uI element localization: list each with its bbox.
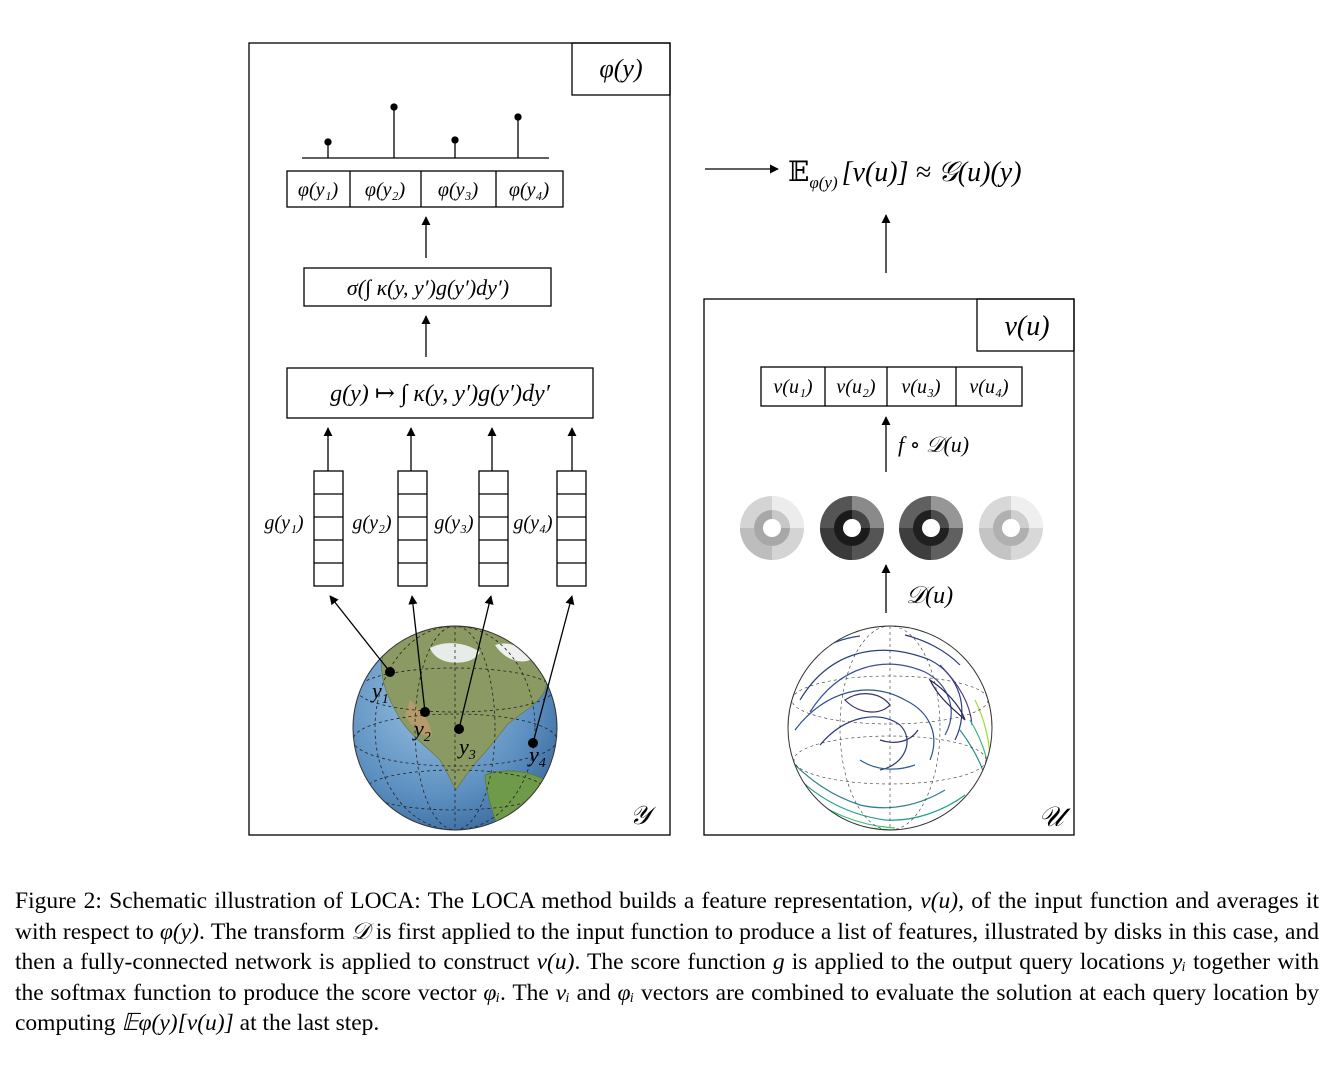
feature-disk-2 [820, 496, 884, 560]
g-vectors [313, 427, 587, 587]
feature-disk-1 [740, 496, 804, 560]
g-vector-2 [397, 427, 428, 587]
phi-stem-plot [302, 103, 549, 159]
sigma-activation-box: σ(∫ κ(y, y′)g(y′)dy′) [303, 267, 552, 307]
g-vector-4 [556, 427, 587, 587]
loca-schematic-figure: φ(y) 𝒴 φ(y₁) φ(y₂) φ(y₃) φ(y₄) σ(∫ κ(y, … [248, 42, 1075, 836]
feature-disks [740, 496, 1043, 560]
query-points: y1 y2 y3 y4 [329, 595, 575, 771]
phi-cell-4: φ(y₄) [509, 179, 550, 201]
phi-vector: φ(y₁) φ(y₂) φ(y₃) φ(y₄) [286, 170, 564, 208]
point-label-4: y4 [527, 742, 546, 771]
v-cell-1: v(u₁) [773, 376, 812, 398]
phi-cell-3: φ(y₃) [438, 179, 479, 201]
figure-caption: Figure 2: Schematic illustration of LOCA… [15, 888, 1319, 1036]
v-cell-2: v(u₂) [836, 376, 875, 398]
svg-text:σ(∫ κ(y, y′)g(y′)dy′): σ(∫ κ(y, y′)g(y′)dy′) [347, 275, 509, 301]
result-expression: 𝔼φ(y)[v(u)] ≈ 𝒢(u)(y) [705, 157, 1022, 273]
feature-disk-3 [899, 496, 963, 560]
g-label-3: g(y₃) [434, 512, 473, 534]
phi-corner-label: φ(y) [599, 54, 642, 83]
transform-label: 𝒟(u) [906, 583, 953, 609]
query-point-4 [528, 738, 538, 748]
g-label-2: g(y₂) [352, 512, 391, 534]
phi-cell-1: φ(y₁) [298, 179, 339, 201]
g-vector-3 [478, 427, 509, 587]
input-space-panel: v(u) 𝒰 v(u₁) v(u₂) v(u₃) v(u₄) f ∘ 𝒟(u) [703, 298, 1075, 836]
feature-disk-4 [979, 496, 1043, 560]
kernel-integral-box: g(y) ↦ ∫ κ(y, y′)g(y′)dy′ [286, 367, 594, 419]
v-corner-label: v(u) [1004, 311, 1049, 342]
g-label-1: g(y₁) [264, 512, 303, 534]
v-vector: v(u₁) v(u₂) v(u₃) v(u₄) [760, 366, 1023, 407]
svg-text:𝔼φ(y)[v(u)] ≈ 𝒢(u)(y): 𝔼φ(y)[v(u)] ≈ 𝒢(u)(y) [788, 157, 1022, 192]
contour-globe [787, 625, 993, 831]
point-label-2: y2 [412, 716, 431, 745]
v-cell-3: v(u₃) [901, 376, 940, 398]
input-space-label: 𝒰 [1038, 802, 1071, 833]
f-compose-label: f ∘ 𝒟(u) [898, 432, 969, 457]
query-point-3 [454, 724, 464, 734]
query-point-2 [420, 707, 430, 717]
g-vector-1 [313, 427, 344, 587]
g-label-4: g(y₄) [513, 512, 552, 534]
phi-cell-2: φ(y₂) [365, 179, 406, 201]
point-label-3: y3 [457, 734, 476, 763]
query-point-1 [385, 667, 395, 677]
output-space-label: 𝒴 [630, 801, 657, 830]
output-space-panel: φ(y) 𝒴 φ(y₁) φ(y₂) φ(y₃) φ(y₄) σ(∫ κ(y, … [248, 42, 671, 836]
v-cell-4: v(u₄) [969, 376, 1008, 398]
svg-text:g(y) ↦ ∫ κ(y, y′)g(y′)dy′: g(y) ↦ ∫ κ(y, y′)g(y′)dy′ [330, 381, 551, 408]
point-label-1: y1 [370, 678, 389, 707]
